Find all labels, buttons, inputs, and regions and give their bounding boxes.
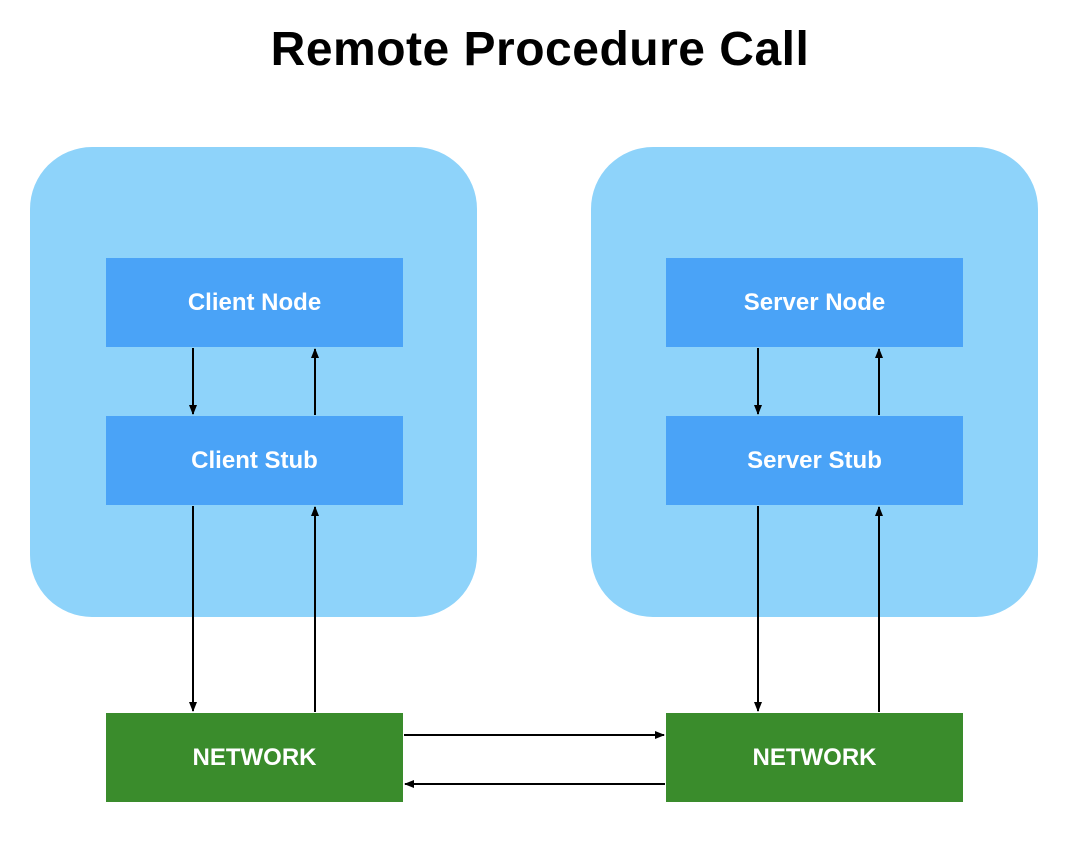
server-network-label: NETWORK — [752, 743, 877, 771]
client-network-box: NETWORK — [106, 713, 403, 802]
client-node-box: Client Node — [106, 258, 403, 347]
client-network-label: NETWORK — [192, 743, 317, 771]
server-network-box: NETWORK — [666, 713, 963, 802]
server-stub-box: Server Stub — [666, 416, 963, 505]
client-node-label: Client Node — [187, 288, 322, 316]
client-stub-box: Client Stub — [106, 416, 403, 505]
server-node-label: Server Node — [743, 288, 886, 316]
client-machine-panel — [30, 147, 477, 617]
server-stub-label: Server Stub — [747, 446, 882, 474]
diagram-title: Remote Procedure Call — [270, 23, 810, 76]
server-node-box: Server Node — [666, 258, 963, 347]
server-machine-panel — [591, 147, 1038, 617]
client-stub-label: Client Stub — [191, 446, 318, 474]
